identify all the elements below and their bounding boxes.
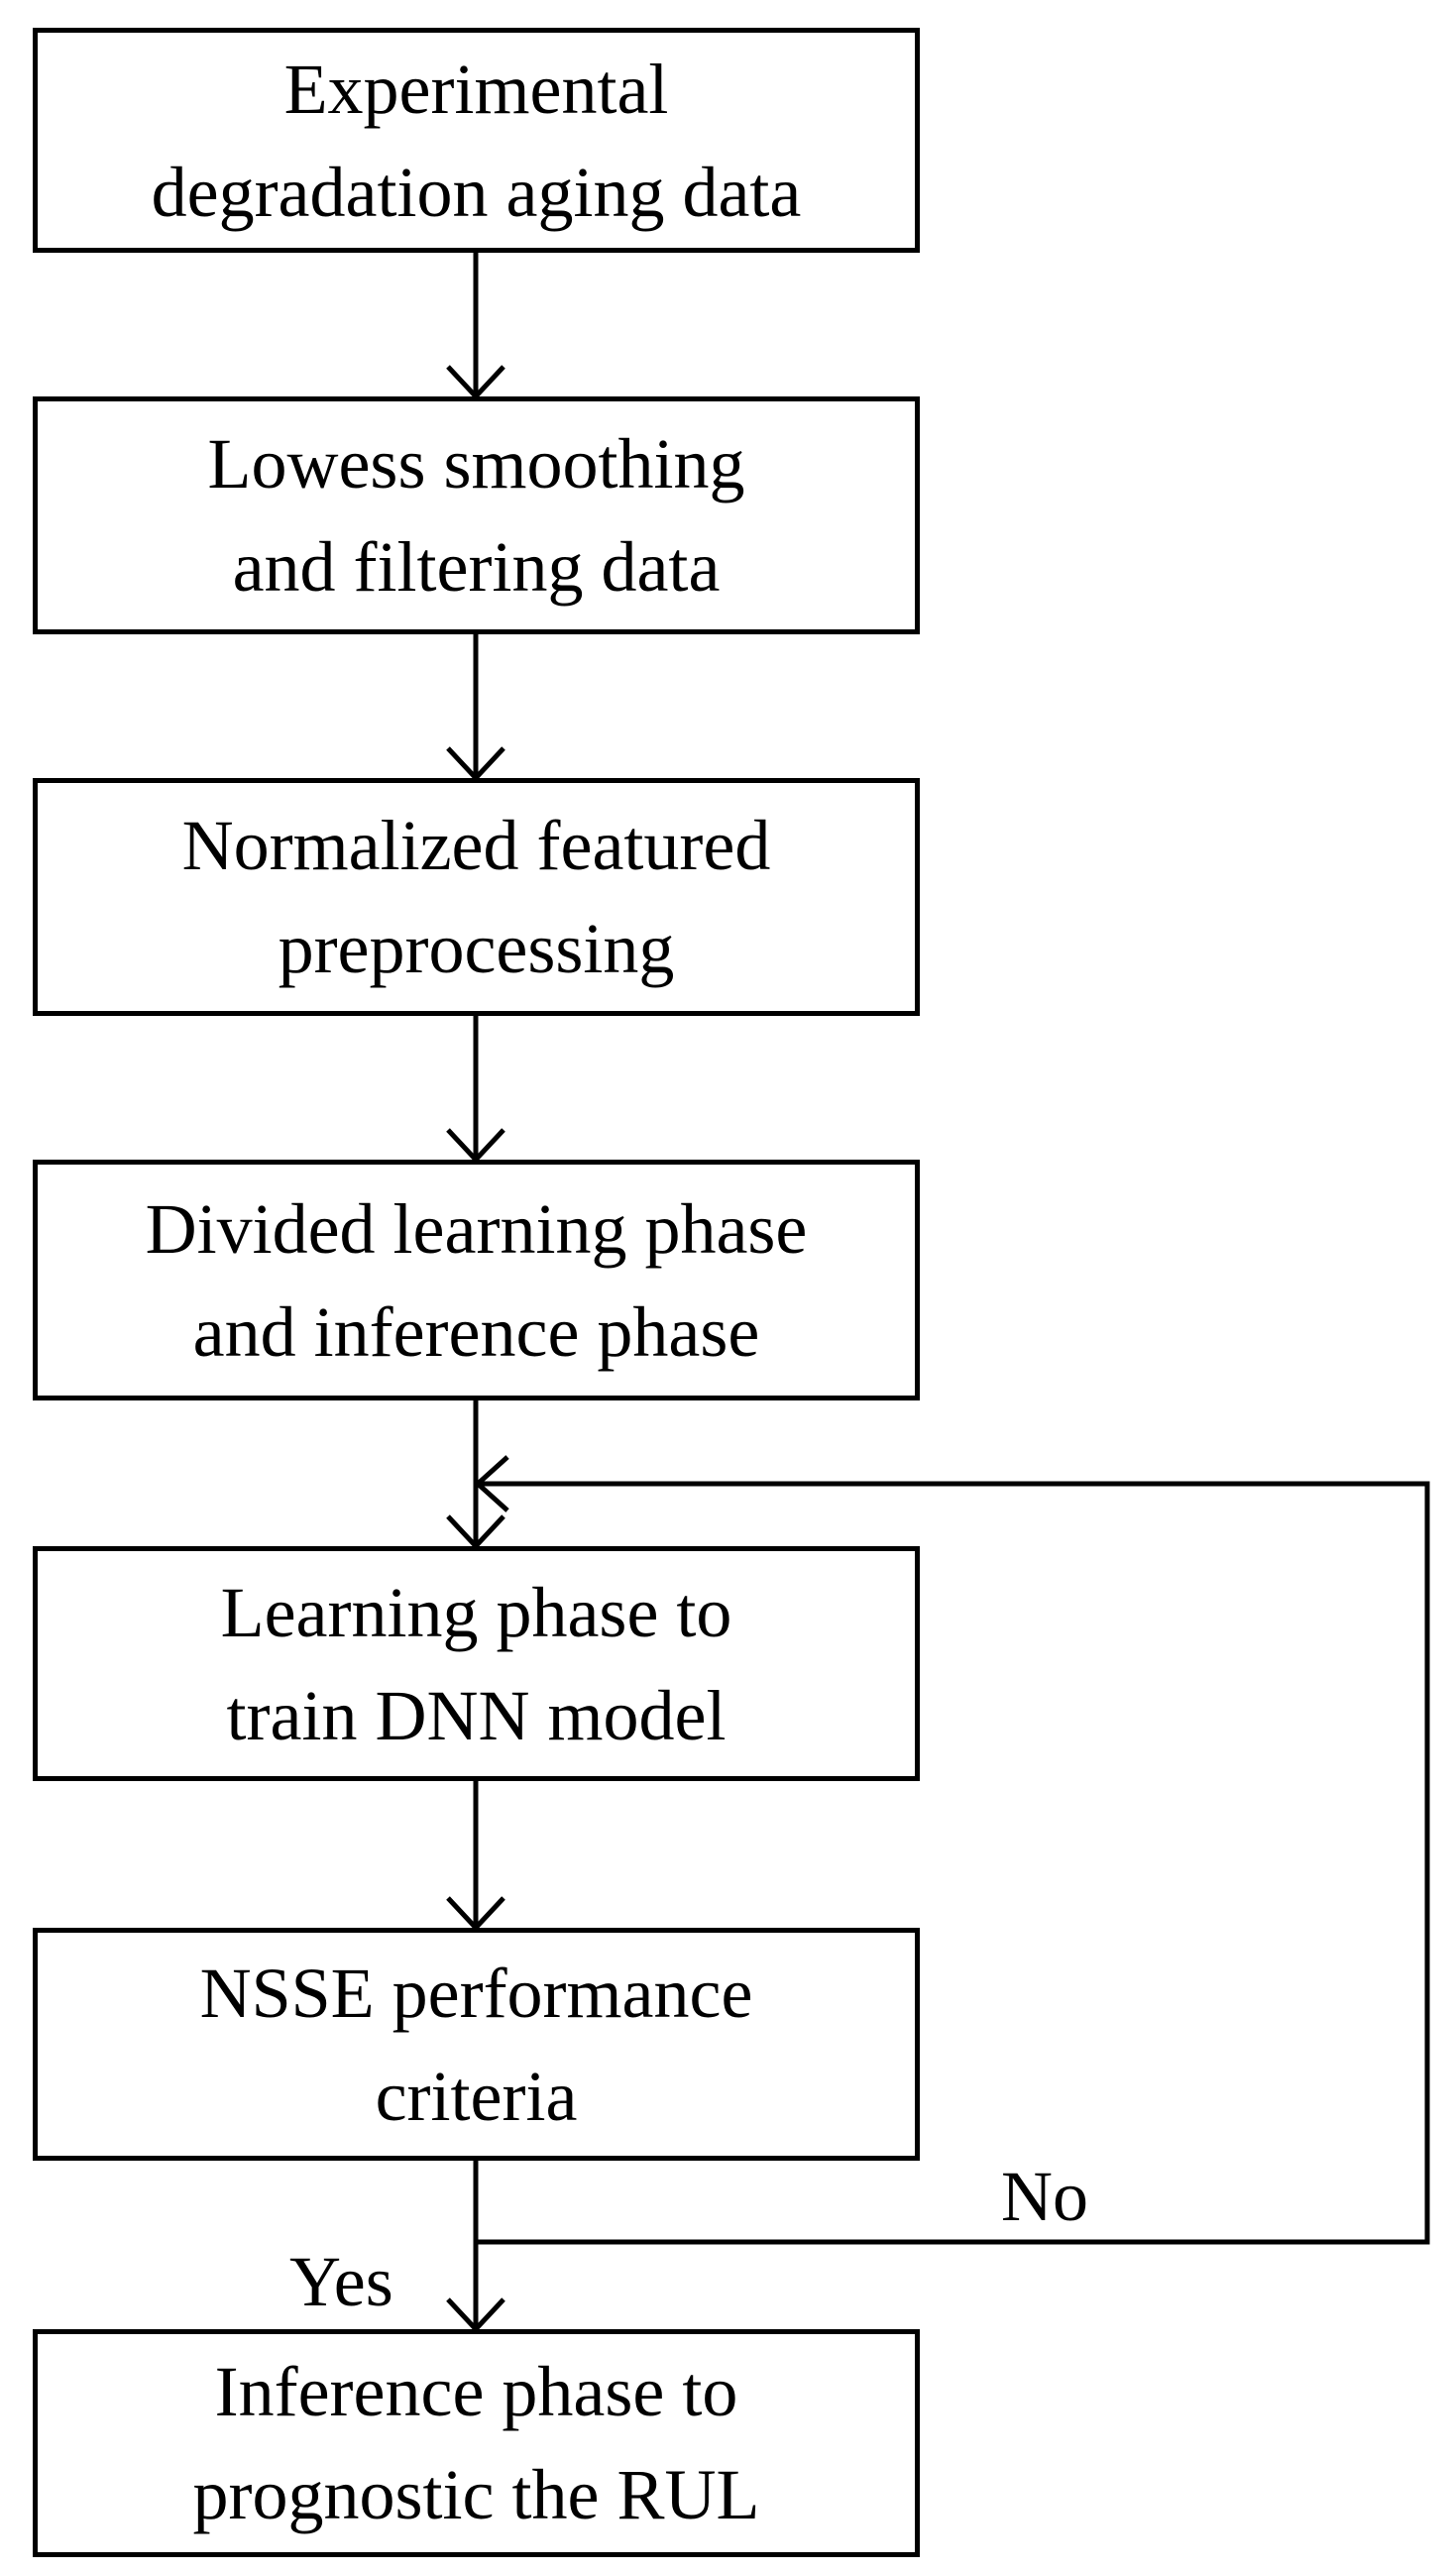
arrow-5-to-6 — [446, 1781, 505, 1932]
step-2-line-1: Lowess smoothing — [207, 424, 745, 504]
step-experimental-data: Experimental degradation aging data — [33, 28, 920, 253]
step-nsse-criteria: NSSE performance criteria — [33, 1928, 920, 2161]
step-4-line-1: Divided learning phase — [145, 1188, 808, 1269]
step-lowess-smoothing: Lowess smoothing and filtering data — [33, 396, 920, 634]
arrow-3-to-4 — [446, 1016, 505, 1164]
step-4-line-2: and inference phase — [192, 1291, 760, 1372]
arrow-2-to-3 — [446, 634, 505, 782]
step-divided-phases: Divided learning phase and inference pha… — [33, 1160, 920, 1400]
step-3-line-1: Normalized featured — [181, 806, 771, 885]
step-5-line-1: Learning phase to — [220, 1572, 732, 1652]
step-1-line-1: Experimental — [283, 49, 669, 129]
feedback-loop-arrow — [474, 1455, 1430, 2245]
step-2-line-2: and filtering data — [232, 527, 721, 607]
decision-label-no: No — [1001, 2157, 1088, 2236]
decision-label-yes: Yes — [289, 2242, 393, 2321]
step-3-line-2: preprocessing — [278, 909, 675, 988]
step-1-line-2: degradation aging data — [151, 152, 802, 232]
step-5-line-2: train DNN model — [226, 1675, 727, 1755]
arrow-6-to-7 — [446, 2161, 505, 2333]
arrow-4-to-5 — [446, 1400, 505, 1550]
step-7-line-2: prognostic the RUL — [192, 2455, 760, 2534]
step-6-line-1: NSSE performance — [199, 1953, 753, 2033]
step-normalized-preprocessing: Normalized featured preprocessing — [33, 778, 920, 1016]
step-7-line-1: Inference phase to — [214, 2352, 738, 2431]
step-inference-phase: Inference phase to prognostic the RUL — [33, 2329, 920, 2557]
arrow-1-to-2 — [446, 253, 505, 400]
step-learning-phase: Learning phase to train DNN model — [33, 1546, 920, 1781]
step-6-line-2: criteria — [375, 2056, 578, 2136]
